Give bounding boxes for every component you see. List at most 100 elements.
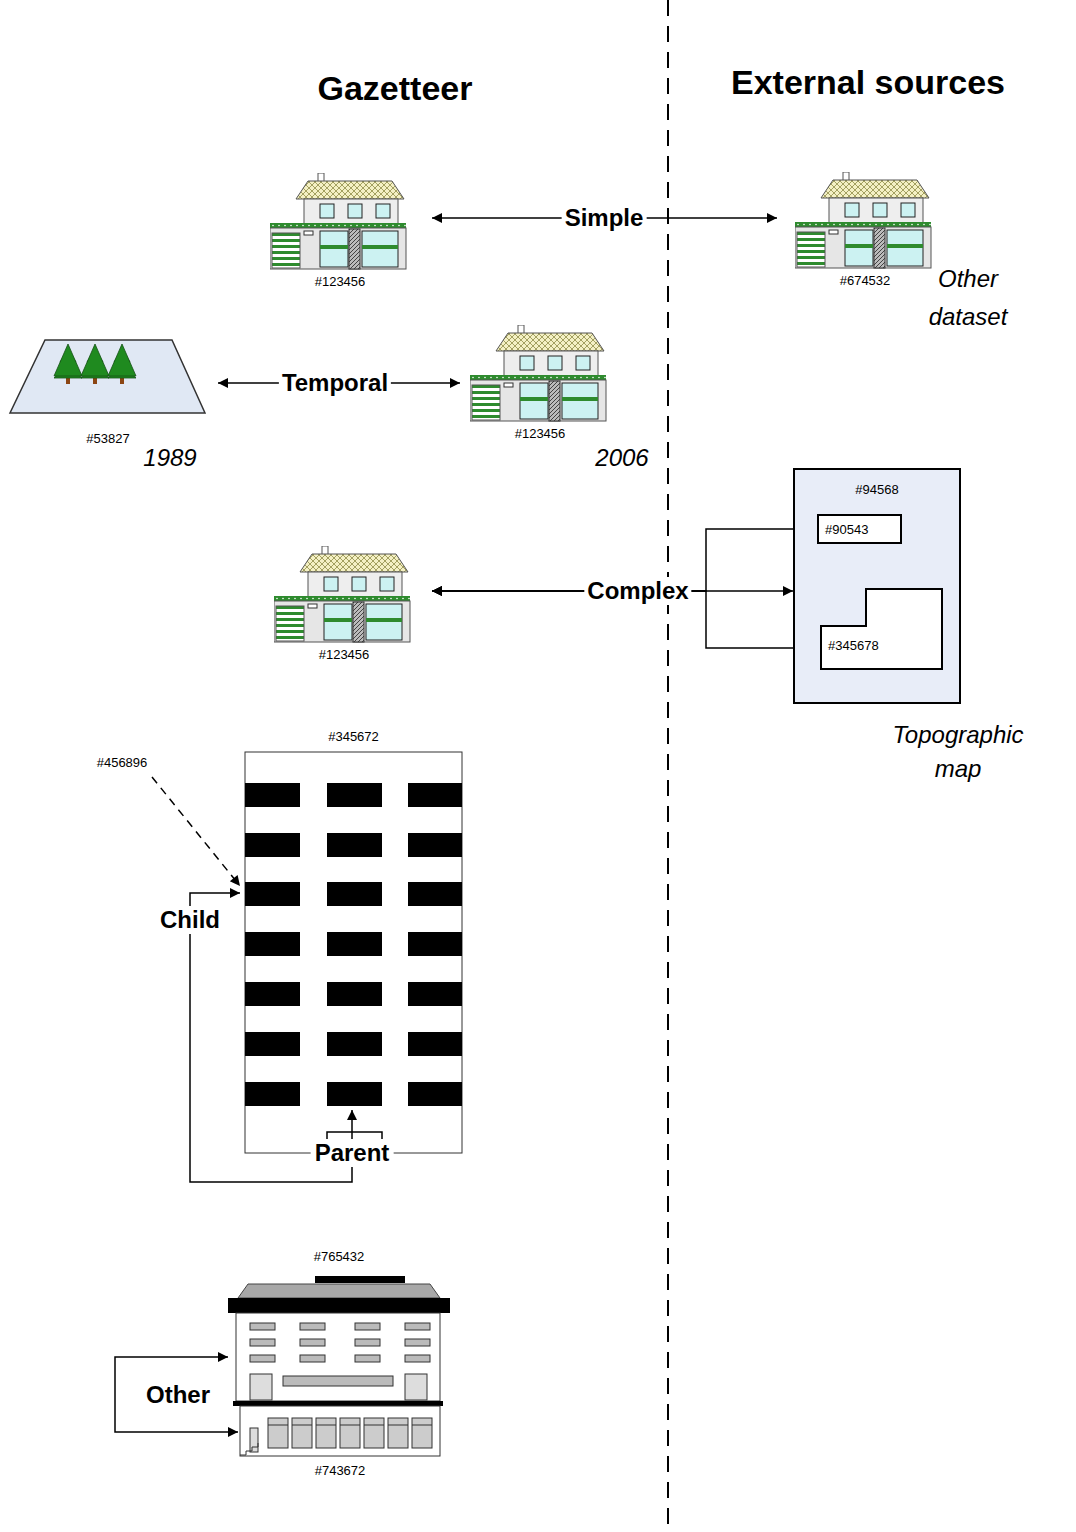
record-id: #90543 xyxy=(825,522,868,537)
year-label: 2006 xyxy=(595,444,648,472)
drawing-part xyxy=(245,982,300,1006)
drawing-part xyxy=(245,882,300,906)
drawing-part xyxy=(412,1425,432,1426)
drawing-part xyxy=(327,882,382,906)
house-record: #123456 xyxy=(268,171,412,291)
relation-label: Other xyxy=(143,1381,213,1409)
drawing-part xyxy=(355,1323,380,1330)
office-building xyxy=(228,1276,450,1456)
drawing-part xyxy=(292,1425,312,1426)
relation-label: Child xyxy=(157,906,223,934)
drawing-part xyxy=(245,932,300,956)
polygon-outline xyxy=(820,588,943,670)
column-heading: Gazetteer xyxy=(318,69,473,108)
drawing-part xyxy=(340,1418,360,1448)
drawing-part xyxy=(300,1339,325,1346)
drawing-part xyxy=(245,1082,300,1106)
relation-label: Parent xyxy=(311,1139,394,1167)
drawing-part xyxy=(108,344,136,376)
drawing-part xyxy=(327,1032,382,1056)
drawing-part xyxy=(408,783,462,807)
record-id: #743672 xyxy=(238,1463,442,1478)
drawing-part xyxy=(408,1032,462,1056)
house-record: #674532 xyxy=(793,170,937,290)
drawing-part xyxy=(228,1298,450,1313)
drawing-part xyxy=(268,1418,288,1448)
year-label: 1989 xyxy=(143,444,196,472)
floor-record: #743672 xyxy=(238,1404,442,1480)
record-id: #345672 xyxy=(245,729,462,744)
drawing-part xyxy=(250,1355,275,1362)
drawing-part xyxy=(408,882,462,906)
forest-icon xyxy=(10,340,205,413)
drawing-part xyxy=(327,833,382,857)
drawing-part xyxy=(283,1376,393,1386)
polygon-outline xyxy=(821,589,942,669)
house-icon xyxy=(274,546,410,642)
drawing-part xyxy=(408,833,462,857)
drawing-part xyxy=(355,1355,380,1362)
drawing-part xyxy=(250,1323,275,1330)
record-id: #765432 xyxy=(228,1249,450,1264)
drawing-part xyxy=(327,783,382,807)
tower-record: #345672 xyxy=(245,725,462,1154)
relation-label: Complex xyxy=(584,577,691,605)
drawing-part xyxy=(240,1443,258,1455)
drawing-part xyxy=(54,344,82,376)
drawing-part xyxy=(268,1425,288,1426)
id-callout: #456896 xyxy=(97,755,148,770)
drawing-part xyxy=(236,1313,440,1401)
drawing-part xyxy=(388,1418,408,1448)
drawing-part xyxy=(250,1339,275,1346)
drawing-part xyxy=(245,752,462,1153)
column-heading: External sources xyxy=(731,63,1005,102)
drawing-part xyxy=(327,982,382,1006)
drawing-part xyxy=(408,982,462,1006)
relation-label: Simple xyxy=(562,204,647,232)
drawing-part xyxy=(405,1374,427,1400)
drawing-part xyxy=(250,1428,258,1452)
drawing-part xyxy=(327,1082,382,1106)
drawing-part xyxy=(412,1418,432,1448)
drawing-part xyxy=(152,777,240,886)
relation-label: Temporal xyxy=(279,369,391,397)
drawing-part xyxy=(81,344,109,376)
drawing-part xyxy=(388,1425,408,1426)
house-icon xyxy=(795,172,931,268)
drawing-part xyxy=(10,340,205,413)
drawing-part xyxy=(245,1032,300,1056)
map-feature-polygon: #345678 xyxy=(820,588,943,670)
source-note: Other dataset xyxy=(913,260,1023,336)
drawing-part xyxy=(245,833,300,857)
building-record: #765432 xyxy=(228,1245,450,1403)
house-icon xyxy=(470,325,606,421)
record-id: #123456 xyxy=(468,426,612,441)
drawing-part xyxy=(238,1284,440,1298)
drawing-part xyxy=(292,1418,312,1448)
drawing-part xyxy=(408,1082,462,1106)
drawing-part xyxy=(233,1401,443,1406)
record-id: #123456 xyxy=(272,647,416,662)
map-feature-box: #90543 xyxy=(817,514,902,544)
record-id: #674532 xyxy=(793,273,937,288)
house-record: #123456 xyxy=(272,544,416,664)
drawing-part xyxy=(405,1355,430,1362)
house-icon xyxy=(270,173,406,269)
drawing-part xyxy=(245,783,300,807)
drawing-part xyxy=(355,1339,380,1346)
drawing-part xyxy=(300,1323,325,1330)
relation-arrow xyxy=(115,1357,238,1432)
drawing-part xyxy=(340,1425,360,1426)
drawing-part xyxy=(250,1374,272,1400)
drawing-part xyxy=(327,932,382,956)
house-record: #123456 xyxy=(468,323,612,443)
drawing-part xyxy=(240,1406,440,1456)
drawing-part xyxy=(364,1418,384,1448)
drawing-part xyxy=(405,1323,430,1330)
drawing-part xyxy=(405,1339,430,1346)
tower-block xyxy=(245,752,462,1153)
drawing-part xyxy=(315,1276,405,1283)
